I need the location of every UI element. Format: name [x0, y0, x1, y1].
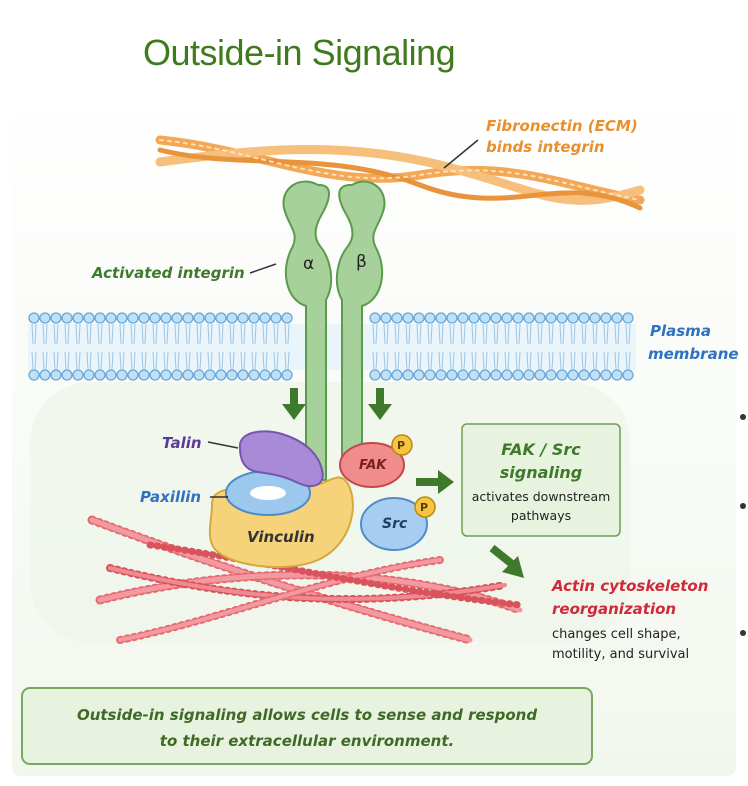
- plasma-label-line2: membrane: [648, 345, 739, 363]
- fak-box-line4: pathways: [510, 508, 572, 523]
- fibronectin-label-line1: Fibronectin (ECM): [486, 117, 638, 135]
- talin-leader-line: [207, 441, 239, 449]
- signal-arrow-right: [368, 388, 392, 420]
- src-label: Src: [382, 516, 408, 532]
- paxillin-center: [250, 486, 286, 500]
- actin-label-line4: motility, and survival: [552, 647, 690, 662]
- fak-phospho-label: P: [397, 439, 406, 452]
- activated-integrin-label: Activated integrin: [92, 264, 245, 282]
- vinculin-label: Vinculin: [247, 528, 315, 546]
- summary-line1: Outside-in signaling allows cells to sen…: [76, 706, 538, 724]
- bullet-marker: [740, 630, 746, 636]
- summary-line2: to their extracellular environment.: [159, 732, 455, 750]
- fibronectin-label-line2: binds integrin: [486, 138, 605, 156]
- page-title: Outside-in Signaling: [143, 32, 456, 73]
- alpha-label: α: [303, 254, 315, 274]
- actin-filaments: [87, 515, 525, 645]
- integrin-alpha-subunit: [282, 180, 333, 481]
- actin-label-line2: reorganization: [552, 600, 677, 618]
- fak-box-line2: signaling: [499, 463, 583, 482]
- src-shape: [360, 497, 428, 551]
- fak-src-box: [461, 423, 621, 537]
- plasma-membrane: [28, 312, 636, 381]
- src-phospho-badge: [414, 496, 436, 518]
- fibronectin-leader-line: [443, 139, 479, 169]
- fak-shape: [339, 442, 405, 488]
- fak-box-line1: FAK / Src: [501, 440, 581, 459]
- plasma-label-line1: Plasma: [650, 322, 711, 340]
- actin-label-line1: Actin cytoskeleton: [552, 577, 709, 595]
- summary-box: [21, 687, 593, 765]
- arrow-to-actin: [489, 544, 524, 578]
- fibronectin-fibers: [155, 135, 645, 211]
- beta-label: β: [356, 252, 367, 272]
- talin-shape: [238, 430, 324, 487]
- fak-phospho-badge: [391, 434, 413, 456]
- src-phospho-label: P: [420, 501, 429, 514]
- fak-box-line3: activates downstream: [471, 489, 611, 504]
- integrin-leader-line: [249, 263, 277, 274]
- bullet-marker: [740, 414, 746, 420]
- bullet-marker: [740, 503, 746, 509]
- signal-arrow-left: [282, 388, 306, 420]
- fak-label: FAK: [359, 458, 387, 473]
- paxillin-label: Paxillin: [140, 488, 202, 506]
- arrow-to-fak-box: [416, 470, 454, 494]
- actin-label-line3: changes cell shape,: [552, 627, 681, 642]
- talin-label: Talin: [162, 434, 202, 452]
